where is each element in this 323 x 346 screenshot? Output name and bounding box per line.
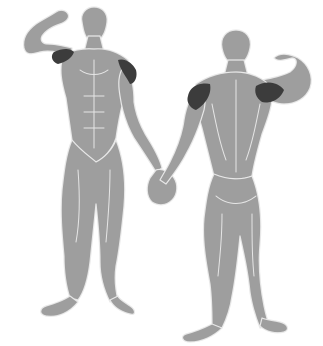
front-lowered-arm <box>119 66 162 172</box>
back-figure <box>160 30 311 342</box>
back-head <box>222 30 251 64</box>
back-left-foot <box>183 324 222 342</box>
front-right-foot <box>41 296 78 316</box>
back-legs <box>203 174 270 328</box>
back-right-foot <box>260 318 287 333</box>
front-figure <box>24 7 177 316</box>
front-legs <box>61 140 125 302</box>
front-left-foot <box>110 296 135 314</box>
